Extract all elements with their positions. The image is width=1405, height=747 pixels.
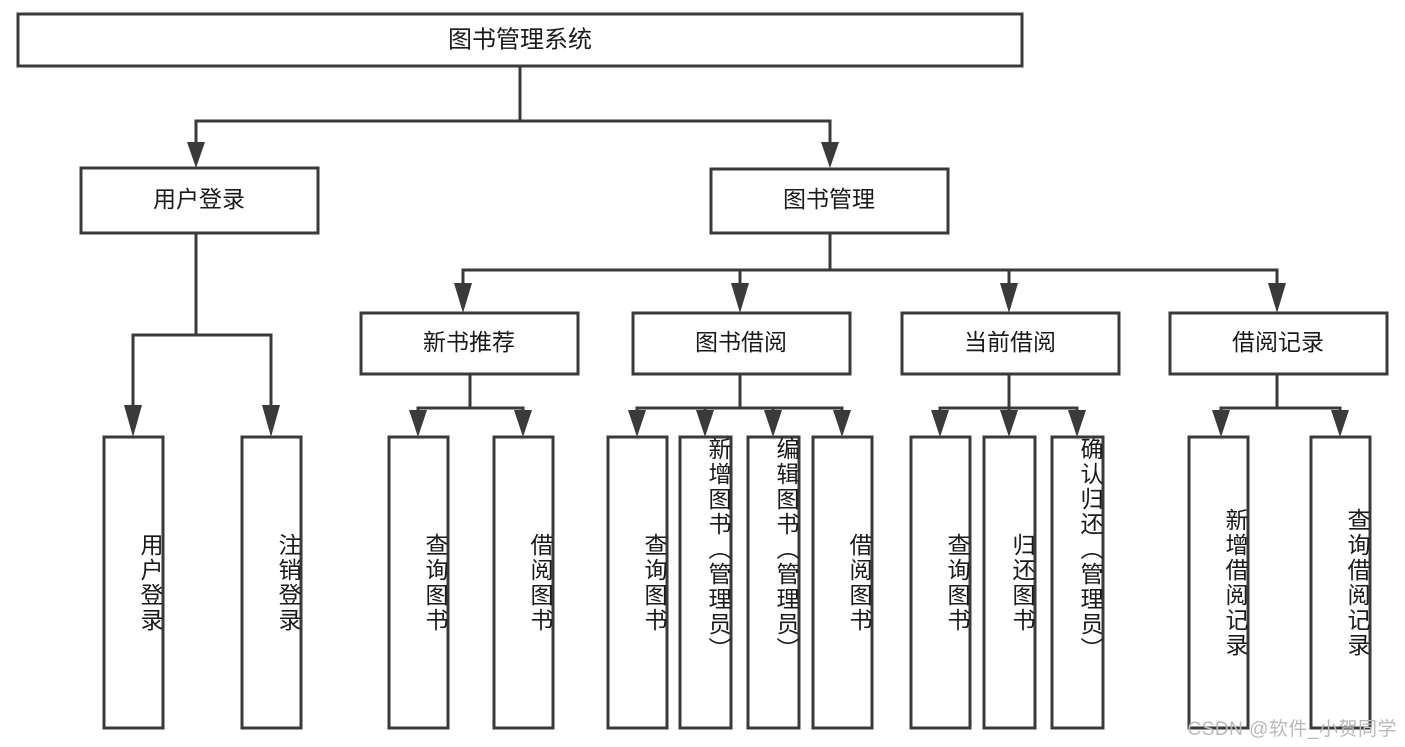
node-user-login-label: 用户登录 — [153, 186, 245, 212]
arrow-newbook-l2 — [514, 410, 532, 437]
node-current-borrow-label: 当前借阅 — [964, 329, 1056, 355]
node-root-label: 图书管理系统 — [448, 26, 592, 53]
arrow-current-l1 — [931, 410, 949, 437]
leaf-box-logout[interactable] — [240, 435, 303, 730]
arrow-borrow-l3 — [764, 410, 782, 437]
arrow-borrow-l4 — [833, 410, 851, 437]
arrow-login-to-leaf1 — [124, 405, 142, 437]
node-book-management[interactable]: 图书管理 — [709, 167, 950, 235]
connector-group — [124, 64, 1349, 437]
leaf-box-borrow-book-1[interactable] — [492, 435, 555, 730]
node-new-book-recommend-box[interactable] — [359, 311, 580, 376]
arrow-newbook-l1 — [409, 410, 427, 437]
node-book-management-label: 图书管理 — [783, 186, 875, 212]
csdn-watermark: CSDN @软件_小贺同学 — [1187, 719, 1397, 740]
leaf-box-query-book-1[interactable] — [387, 435, 450, 730]
node-book-borrow-box[interactable] — [631, 311, 852, 376]
node-new-book-recommend[interactable]: 新书推荐 — [359, 311, 580, 376]
arrow-bm-to-newbook — [454, 283, 472, 313]
node-borrow-record-label: 借阅记录 — [1232, 329, 1324, 355]
node-borrow-record-box[interactable] — [1168, 311, 1389, 376]
arrow-root-to-bookmgmt — [821, 142, 839, 168]
arrow-current-l2 — [1000, 410, 1018, 437]
leaf-box-query-record[interactable] — [1309, 435, 1372, 730]
leaf-box-return-book[interactable] — [982, 435, 1037, 730]
arrow-login-to-leaf2 — [262, 405, 280, 437]
leaf-box-confirm-return-admin[interactable] — [1050, 435, 1105, 730]
node-user-login[interactable]: 用户登录 — [79, 166, 320, 235]
arrow-current-l3 — [1068, 410, 1086, 437]
arrow-root-to-login — [187, 142, 205, 168]
arrow-record-l2 — [1331, 410, 1349, 437]
leaf-box-borrow-book-2[interactable] — [811, 435, 874, 730]
node-user-login-box[interactable] — [79, 166, 320, 235]
leaf-box-edit-book-admin[interactable] — [746, 435, 801, 730]
arrow-record-l1 — [1212, 410, 1230, 437]
node-root[interactable]: 图书管理系统 — [16, 12, 1024, 68]
leaf-box-query-book-2[interactable] — [606, 435, 669, 730]
node-book-management-box[interactable] — [709, 167, 950, 235]
node-book-borrow[interactable]: 图书借阅 — [631, 311, 852, 376]
arrow-bm-to-borrow — [731, 283, 749, 313]
arrow-borrow-l1 — [628, 410, 646, 437]
leaf-box-add-record[interactable] — [1187, 435, 1250, 730]
node-current-borrow-box[interactable] — [900, 311, 1121, 376]
arrow-bm-to-record — [1268, 283, 1286, 313]
leaf-box-add-book-admin[interactable] — [678, 435, 733, 730]
node-borrow-record[interactable]: 借阅记录 — [1168, 311, 1389, 376]
node-root-box[interactable] — [16, 12, 1024, 68]
leaf-box-query-book-3[interactable] — [909, 435, 972, 730]
leaf-box-user-login[interactable] — [102, 435, 165, 730]
node-book-borrow-label: 图书借阅 — [695, 329, 787, 355]
arrow-borrow-l2 — [696, 410, 714, 437]
node-new-book-recommend-label: 新书推荐 — [423, 329, 515, 355]
arrow-bm-to-current — [1000, 283, 1018, 313]
node-current-borrow[interactable]: 当前借阅 — [900, 311, 1121, 376]
